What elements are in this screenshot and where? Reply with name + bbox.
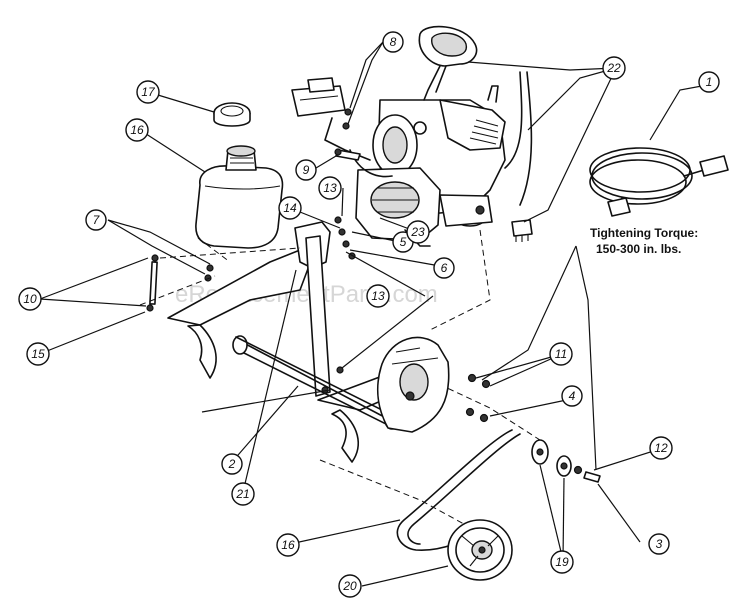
fuel-tank <box>195 145 284 249</box>
callout-14-label: 14 <box>283 201 297 215</box>
power-cord <box>589 147 729 217</box>
callout-2: 2 <box>221 453 243 475</box>
callout-14: 14 <box>278 196 302 220</box>
callout-16a: 16 <box>125 118 149 142</box>
callout-20: 20 <box>338 574 362 598</box>
callout-10: 10 <box>18 287 42 311</box>
callout-1-label: 1 <box>706 75 713 89</box>
callout-3-label: 3 <box>656 537 663 551</box>
callout-16b-label: 16 <box>281 538 295 552</box>
engine-cooling-fins <box>469 119 499 145</box>
callout-11-label: 11 <box>555 347 567 361</box>
callout-23: 23 <box>406 220 430 244</box>
callout-17-label: 17 <box>141 85 156 99</box>
callout-16a-label: 16 <box>130 123 144 137</box>
ignition-switch-box <box>291 77 352 130</box>
callout-2-label: 2 <box>228 457 236 471</box>
callout-22-label: 22 <box>606 61 621 75</box>
callout-19-label: 19 <box>555 555 569 569</box>
belt-guard <box>376 336 450 433</box>
callout-12: 12 <box>649 436 673 460</box>
pulley-hardware <box>465 373 601 483</box>
callout-8-label: 8 <box>390 35 397 49</box>
callout-13b-label: 13 <box>371 289 385 303</box>
frame-bolts <box>146 216 356 394</box>
callout-1: 1 <box>698 71 720 93</box>
callout-4-label: 4 <box>569 389 576 403</box>
plug-connector <box>511 219 533 242</box>
assembly-guide-lines <box>139 229 541 531</box>
engine <box>355 85 506 247</box>
torque-note-line1: Tightening Torque: <box>590 226 698 240</box>
drive-pulley <box>447 519 513 581</box>
callout-21: 21 <box>231 482 255 506</box>
fuel-cap <box>213 102 251 127</box>
callout-20-label: 20 <box>342 579 357 593</box>
callout-13a: 13 <box>318 176 342 200</box>
control-cables <box>324 71 533 206</box>
callout-23-label: 23 <box>410 225 425 239</box>
callout-13b: 13 <box>366 284 390 308</box>
callout-7-label: 7 <box>93 213 101 227</box>
callout-12-label: 12 <box>654 441 668 455</box>
callout-21-label: 21 <box>235 487 249 501</box>
callout-13a-label: 13 <box>323 181 337 195</box>
callout-10-label: 10 <box>23 292 37 306</box>
callout-15: 15 <box>26 342 50 366</box>
callout-6-label: 6 <box>441 261 448 275</box>
callout-22: 22 <box>602 56 626 80</box>
callout-3: 3 <box>648 533 670 555</box>
callout-19: 19 <box>550 550 574 574</box>
callout-9-label: 9 <box>303 163 310 177</box>
callout-5-label: 5 <box>400 235 407 249</box>
torque-note: Tightening Torque: 150-300 in. lbs. <box>590 226 698 256</box>
callout-8: 8 <box>382 31 404 53</box>
callout-7: 7 <box>85 209 107 231</box>
callout-15-label: 15 <box>31 347 45 361</box>
torque-note-line2: 150-300 in. lbs. <box>596 242 681 256</box>
callout-6: 6 <box>433 257 455 279</box>
bolt-9 <box>334 148 361 161</box>
callout-11: 11 <box>549 342 573 366</box>
callout-16b: 16 <box>276 533 300 557</box>
callout-17: 17 <box>136 80 160 104</box>
callout-9: 9 <box>295 159 317 181</box>
starter-handle <box>418 25 478 101</box>
callout-4: 4 <box>561 385 583 407</box>
